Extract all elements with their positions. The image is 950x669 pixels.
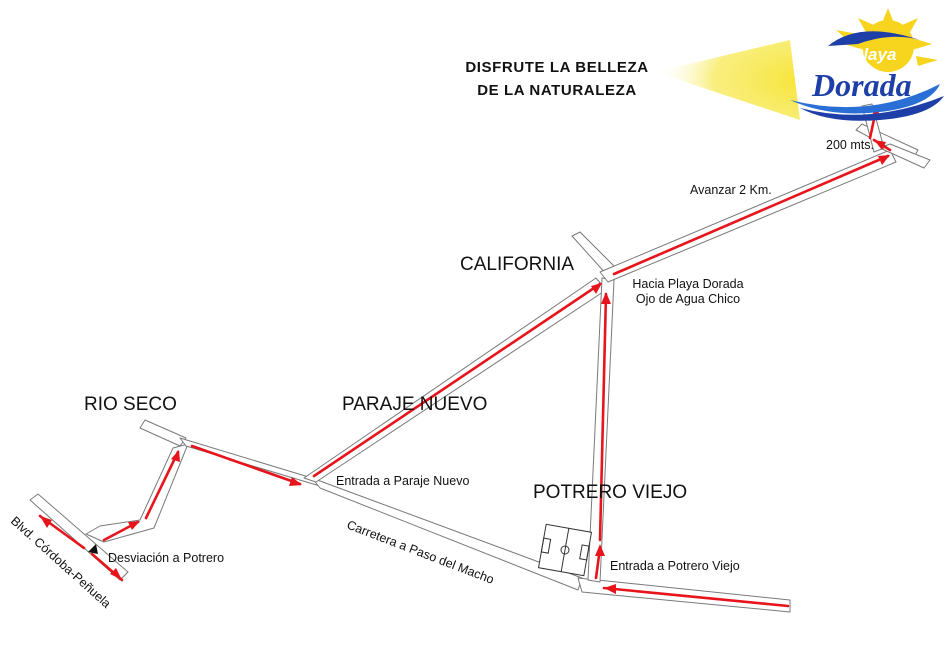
route-main (190, 444, 302, 486)
route-arrow-icon (171, 450, 180, 462)
road-blvd (29, 493, 129, 581)
logo-wave-2 (800, 96, 944, 121)
label-desviacion: Desviación a Potrero (108, 551, 224, 565)
roads (29, 103, 931, 613)
route-potrero-up (598, 292, 608, 542)
playa-dorada-logo: Playa Dorada (790, 8, 944, 121)
route-desviacion-2 (144, 450, 180, 520)
logo-swoosh (828, 31, 920, 46)
label-entrada-potrero: Entrada a Potrero Viejo (610, 559, 740, 573)
route-arrow-icon (874, 140, 886, 150)
route-arrow-icon (604, 584, 616, 594)
route-arrow-icon (595, 544, 605, 556)
road-main (179, 437, 321, 487)
route-arrow-icon (289, 477, 302, 486)
road-rio-seco (139, 419, 187, 447)
label-potrero-viejo: POTRERO VIEJO (533, 482, 687, 503)
road-top-right-stub (879, 143, 931, 169)
slogan-line-2: DE LA NATURALEZA (477, 82, 637, 99)
route-arrow-icon (128, 521, 140, 530)
route-arrow-icon (110, 568, 122, 580)
label-hacia-1: Hacia Playa Dorada (632, 277, 743, 291)
route-bottom (602, 586, 790, 608)
label-california: CALIFORNIA (460, 254, 574, 275)
route (38, 106, 892, 608)
soccer-field-icon (537, 523, 593, 577)
road-carretera (311, 477, 583, 591)
start-marker-icon (88, 544, 98, 554)
logo-wave (790, 84, 940, 114)
label-hacia-2: Ojo de Agua Chico (636, 292, 740, 306)
light-beam (655, 40, 800, 120)
label-200-mts: 200 mts. (826, 138, 874, 152)
logo-dorada: Dorada (811, 67, 912, 103)
label-rio-seco: RIO SECO (84, 394, 177, 415)
route-arrow-icon (601, 292, 611, 304)
route-avanzar (612, 154, 890, 276)
route-paraje (312, 282, 602, 478)
label-avanzar: Avanzar 2 Km. (690, 183, 772, 197)
slogan-line-1: DISFRUTE LA BELLEZA (465, 59, 648, 76)
route-arrow-icon (591, 283, 602, 294)
route-arrow-icon (40, 516, 52, 528)
route-arrow-icon (878, 155, 890, 165)
label-entrada-paraje: Entrada a Paraje Nuevo (336, 474, 469, 488)
label-paraje-nuevo: PARAJE NUEVO (342, 394, 487, 415)
logo-playa: Playa (852, 45, 896, 64)
